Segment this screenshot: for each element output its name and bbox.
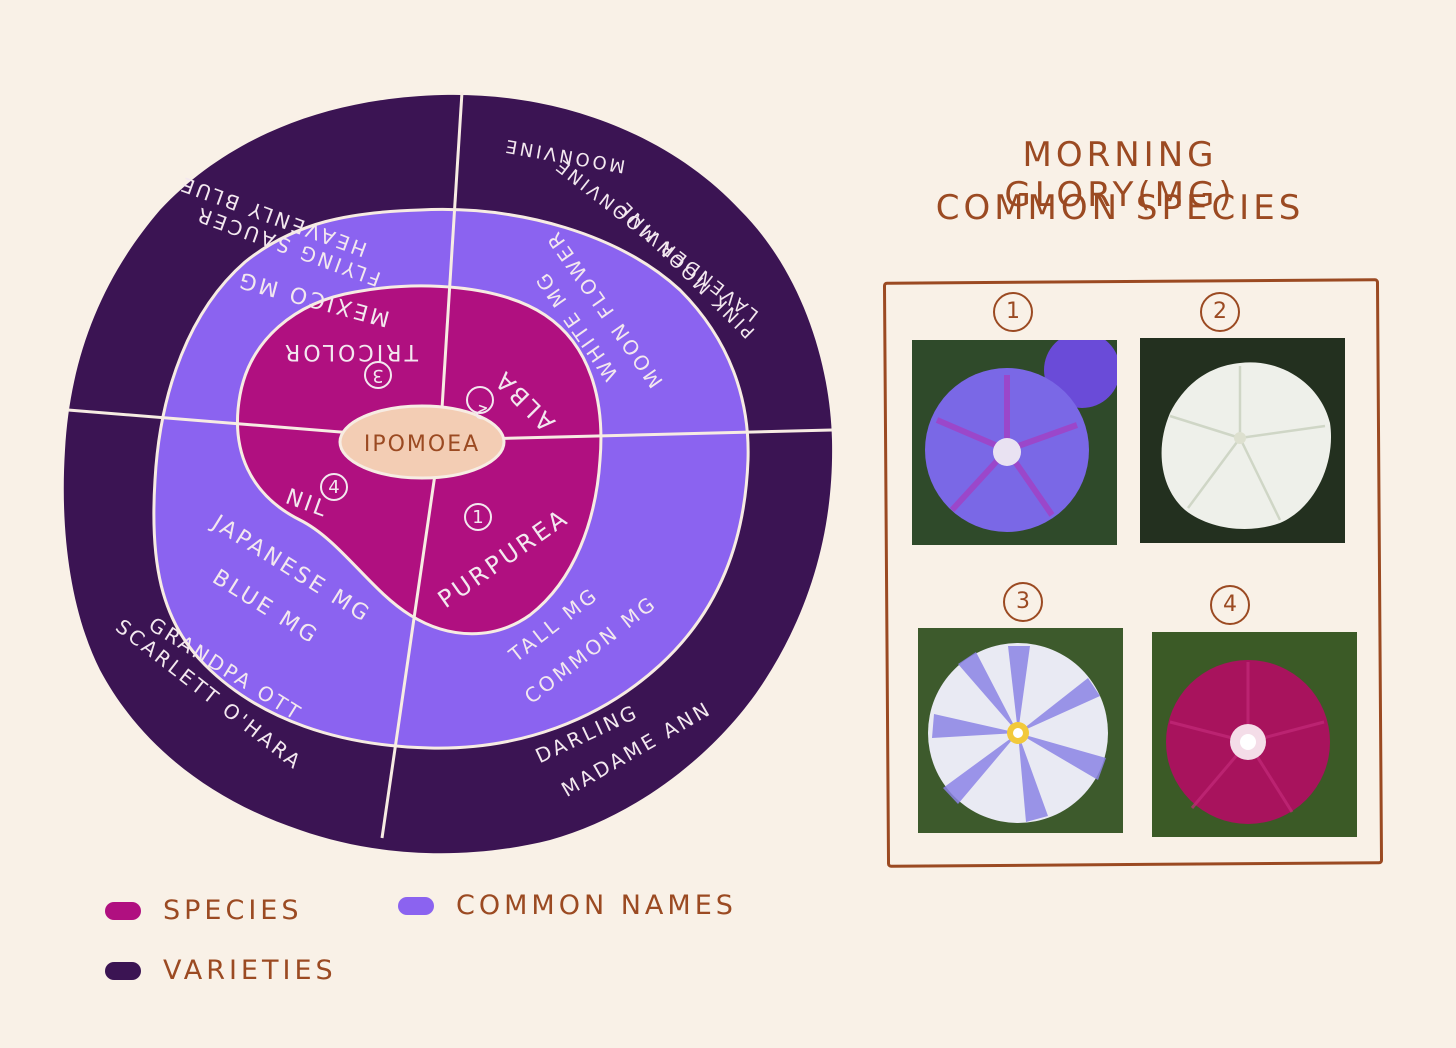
- photo-num-3: 3: [1003, 582, 1043, 622]
- photo-nil: [1152, 632, 1357, 837]
- species-tricolor: TRICOLOR: [282, 339, 419, 364]
- species-num-1: 1: [472, 507, 483, 528]
- photo-num-1: 1: [993, 292, 1033, 332]
- center-genus: [338, 404, 506, 480]
- legend-common-label: COMMON NAMES: [456, 890, 737, 921]
- center-label: IPOMOEA: [364, 432, 480, 457]
- common-names-swatch: [398, 896, 434, 915]
- striped-blue-white-flower-icon: [918, 628, 1123, 833]
- species-num-3: 3: [372, 365, 383, 386]
- white-flower-icon: [1140, 338, 1345, 543]
- photo-tricolor: [918, 628, 1123, 833]
- magenta-flower-icon: [1152, 632, 1357, 837]
- photo-alba: [1140, 338, 1345, 543]
- photo-num-4: 4: [1210, 585, 1250, 625]
- legend-species-label: SPECIES: [163, 895, 303, 926]
- purple-blue-flower-icon: [912, 340, 1117, 545]
- taxonomy-wheel: IPOMOEA TRICOLOR 3 ALBA 2 NIL 4 PURPUREA…: [63, 94, 833, 854]
- photo-num-2: 2: [1200, 292, 1240, 332]
- species-num-4: 4: [328, 477, 339, 498]
- species-swatch: [105, 901, 141, 920]
- varieties-swatch: [105, 961, 141, 980]
- photo-purpurea: [912, 340, 1117, 545]
- legend-varieties: VARIETIES: [105, 955, 337, 986]
- legend-common: COMMON NAMES: [398, 890, 737, 921]
- page-title-line1: MORNING GLORY(MG): [1004, 135, 1236, 215]
- legend-varieties-label: VARIETIES: [163, 955, 337, 986]
- page-title-line2: COMMON SPECIES: [935, 188, 1305, 228]
- legend-species: SPECIES: [105, 895, 303, 926]
